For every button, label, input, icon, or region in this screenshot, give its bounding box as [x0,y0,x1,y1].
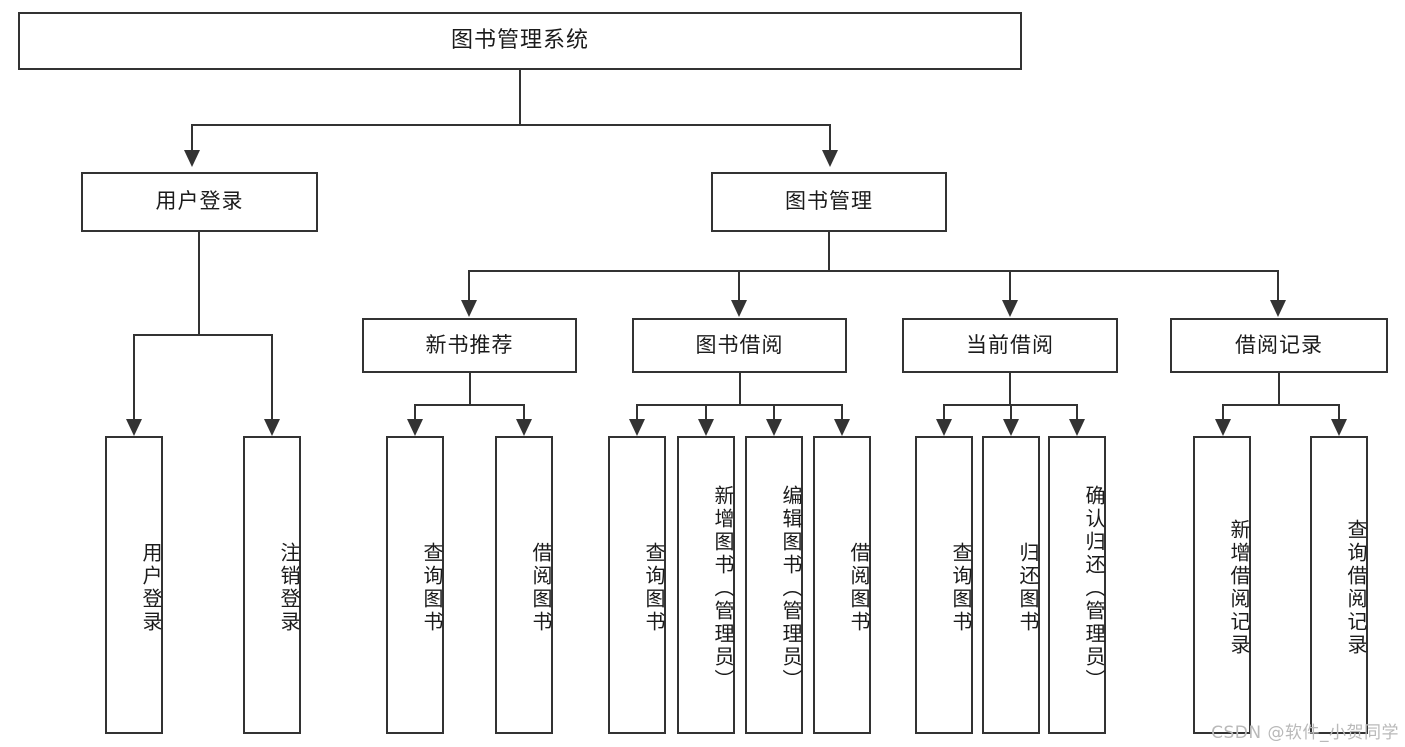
node-label: 查询图书 [642,542,666,634]
connector-bb-c2 [705,404,707,419]
node-root-system[interactable]: 图书管理系统 [18,12,1022,70]
connector-bb-trunk [739,373,741,406]
arrowhead-nb-query-book [407,419,423,436]
node-borrow-record[interactable]: 借阅记录 [1170,318,1388,373]
connector-cb-c2 [1010,404,1012,419]
arrowhead-leaf-logout [264,419,280,436]
connector-bb-c1 [636,404,638,419]
leaf-bb-edit-book[interactable]: 编辑图书（管理员） [745,436,803,734]
leaf-nb-query-book[interactable]: 查询图书 [386,436,444,734]
connector-br-trunk [1278,373,1280,406]
connector-bb-c4 [841,404,843,419]
arrowhead-new-book [461,300,477,317]
arrowhead-borrow-record [1270,300,1286,317]
connector-root-right-drop [829,124,831,150]
leaf-bb-query-book[interactable]: 查询图书 [608,436,666,734]
node-label: 查询借阅记录 [1344,519,1368,657]
arrowhead-cb-confirm-return [1069,419,1085,436]
connector-br-bar [1222,404,1340,406]
node-user-login[interactable]: 用户登录 [81,172,318,232]
connector-br-c2 [1338,404,1340,419]
node-book-manage[interactable]: 图书管理 [711,172,947,232]
node-label: 借阅图书 [847,542,871,634]
arrowhead-nb-borrow-book [516,419,532,436]
node-label: 用户登录 [155,189,244,214]
leaf-cb-query-book[interactable]: 查询图书 [915,436,973,734]
arrowhead-current-borrow [1002,300,1018,317]
connector-cb-c1 [943,404,945,419]
node-label: 确认归还（管理员） [1082,484,1106,692]
node-label: 图书管理系统 [450,27,589,53]
arrowhead-book-manage [822,150,838,167]
connector-root-left-drop [191,124,193,150]
arrowhead-bb-edit-book [766,419,782,436]
watermark-text: CSDN @软件_小贺同学 [1211,723,1399,743]
arrowhead-br-query-record [1331,419,1347,436]
connector-br-c1 [1222,404,1224,419]
leaf-cb-confirm-return[interactable]: 确认归还（管理员） [1048,436,1106,734]
node-book-borrow[interactable]: 图书借阅 [632,318,847,373]
connector-nb-trunk [469,373,471,406]
arrowhead-br-add-record [1215,419,1231,436]
connector-user-login-c1 [133,334,135,419]
arrowhead-cb-return-book [1003,419,1019,436]
leaf-br-add-record[interactable]: 新增借阅记录 [1193,436,1251,734]
node-label: 新书推荐 [425,332,514,357]
node-label: 编辑图书（管理员） [779,484,803,692]
node-label: 图书借阅 [695,332,784,357]
arrowhead-cb-query-book [936,419,952,436]
node-label: 注销登录 [277,542,301,634]
arrowhead-bb-add-book [698,419,714,436]
leaf-br-query-record[interactable]: 查询借阅记录 [1310,436,1368,734]
node-label: 查询图书 [949,542,973,634]
connector-user-login-c2 [271,334,273,419]
node-label: 查询图书 [420,542,444,634]
node-current-borrow[interactable]: 当前借阅 [902,318,1118,373]
leaf-bb-add-book[interactable]: 新增图书（管理员） [677,436,735,734]
leaf-logout[interactable]: 注销登录 [243,436,301,734]
connector-cb-c3 [1076,404,1078,419]
leaf-nb-borrow-book[interactable]: 借阅图书 [495,436,553,734]
connector-book-manage-trunk [828,232,830,272]
connector-bm-c2 [738,270,740,300]
connector-user-login-bar [133,334,273,336]
connector-nb-c1 [414,404,416,419]
connector-root-trunk [519,70,521,125]
arrowhead-leaf-user-login [126,419,142,436]
arrowhead-user-login [184,150,200,167]
connector-root-bar [191,124,831,126]
connector-nb-c2 [523,404,525,419]
arrowhead-bb-borrow-book [834,419,850,436]
node-label: 借阅记录 [1235,332,1323,357]
connector-bm-c3 [1009,270,1011,300]
node-label: 用户登录 [139,542,163,634]
leaf-cb-return-book[interactable]: 归还图书 [982,436,1040,734]
connector-bm-c1 [468,270,470,300]
connector-bm-c4 [1277,270,1279,300]
node-label: 借阅图书 [529,542,553,634]
node-label: 新增借阅记录 [1227,519,1251,657]
connector-nb-bar [414,404,525,406]
node-label: 图书管理 [785,189,873,214]
node-new-book-recommend[interactable]: 新书推荐 [362,318,577,373]
node-label: 归还图书 [1016,542,1040,634]
node-label: 新增图书（管理员） [711,484,735,692]
connector-cb-trunk [1009,373,1011,406]
connector-bb-bar [636,404,842,406]
leaf-user-login[interactable]: 用户登录 [105,436,163,734]
connector-bb-c3 [773,404,775,419]
node-label: 当前借阅 [966,332,1054,357]
arrowhead-bb-query-book [629,419,645,436]
leaf-bb-borrow-book[interactable]: 借阅图书 [813,436,871,734]
connector-book-manage-bar [468,270,1279,272]
arrowhead-book-borrow [731,300,747,317]
connector-user-login-trunk [198,232,200,336]
